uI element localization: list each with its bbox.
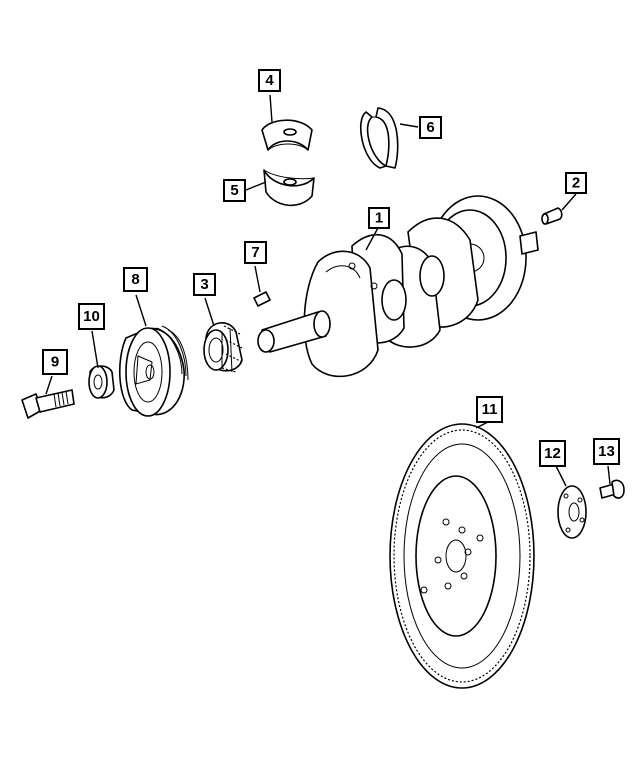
callout-13: 13 <box>593 438 620 465</box>
washer-part <box>88 365 115 399</box>
leader-lines <box>45 94 611 487</box>
callout-3: 3 <box>193 273 216 296</box>
callout-10: 10 <box>78 303 105 330</box>
callout-11-number: 11 <box>482 401 498 418</box>
upper-bearing-shell-part <box>261 119 313 151</box>
callout-5-number: 5 <box>230 182 238 199</box>
callout-4: 4 <box>258 69 281 92</box>
callout-7-number: 7 <box>251 244 259 261</box>
callout-8: 8 <box>123 267 148 292</box>
callout-10-number: 10 <box>83 308 100 325</box>
callout-2-number: 2 <box>572 175 580 192</box>
callout-6-number: 6 <box>426 119 434 136</box>
flexplate-part <box>389 423 535 689</box>
callout-5: 5 <box>223 179 246 202</box>
vibration-damper-part <box>118 325 189 417</box>
flexplate-bolt-part <box>599 479 625 499</box>
callout-3-number: 3 <box>200 276 208 293</box>
callout-7: 7 <box>244 241 267 264</box>
damper-bolt-part <box>21 389 75 419</box>
callout-12: 12 <box>539 440 566 467</box>
crankshaft-sprocket-part <box>203 322 243 373</box>
callout-9: 9 <box>42 349 68 375</box>
callout-13-number: 13 <box>598 443 615 460</box>
thrust-washer-part <box>359 107 399 169</box>
callout-4-number: 4 <box>265 72 274 89</box>
callout-12-number: 12 <box>544 445 561 462</box>
callout-2: 2 <box>565 172 587 194</box>
callout-6: 6 <box>419 116 442 139</box>
callout-1-number: 1 <box>375 210 383 227</box>
callout-11: 11 <box>476 396 503 423</box>
callout-9-number: 9 <box>51 354 59 371</box>
callout-1: 1 <box>368 207 390 229</box>
woodruff-key-part <box>253 291 271 307</box>
callout-8-number: 8 <box>131 271 139 288</box>
crankshaft-part <box>257 195 539 378</box>
lower-bearing-shell-part <box>263 169 315 207</box>
reinforcement-plate-part <box>557 485 587 539</box>
dowel-pin-part <box>541 207 563 225</box>
